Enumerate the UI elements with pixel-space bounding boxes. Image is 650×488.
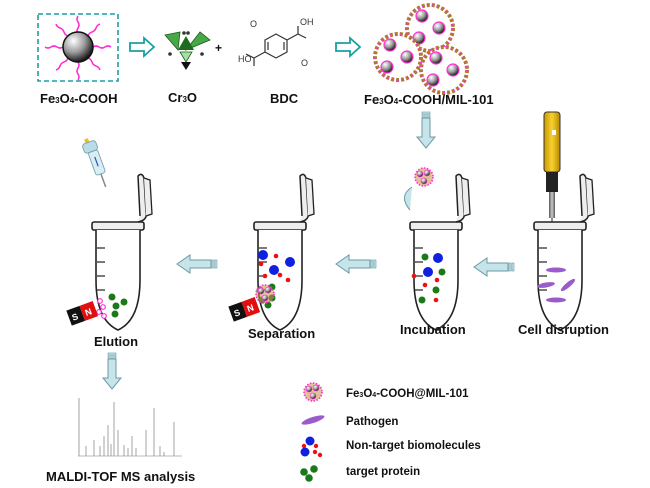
legend-item-pathogen: Pathogen	[301, 415, 398, 428]
ms-spectrum	[78, 398, 182, 457]
magnet-icon: S N	[228, 297, 261, 322]
fe3o4-cooh-reagent	[37, 13, 119, 82]
magnet-south-label: S	[71, 311, 80, 322]
down-arrow-icon	[102, 352, 122, 390]
curved-arrow-icon	[404, 186, 413, 211]
target-protein-icon	[300, 465, 318, 482]
cr3o-cluster	[164, 31, 211, 70]
legend-label: Fe3O4-COOH@MIL-101	[346, 388, 469, 400]
magnet-south-label: S	[233, 307, 242, 318]
bdc-o-bottom: O	[301, 58, 308, 68]
analysis-label: MALDI-TOF MS analysis	[46, 469, 195, 484]
dashed-frame	[37, 13, 119, 82]
fe3o4-cooh-label: Fe3O4-COOH	[40, 91, 118, 106]
product-label: Fe3O4-COOH/MIL-101	[364, 92, 494, 107]
non-target-biomolecules	[258, 250, 295, 283]
pathogen-cells	[537, 267, 576, 303]
legend-item-non-target: Non-target biomolecules	[300, 436, 481, 458]
cell-disruption-step	[533, 111, 595, 331]
left-arrow-icon	[473, 257, 515, 277]
legend-label: Non-target biomolecules	[346, 440, 481, 452]
left-arrow-icon	[176, 254, 218, 274]
arrow-icon	[335, 37, 361, 57]
bdc-o-top: O	[250, 19, 257, 29]
bdc-oh-top: OH	[300, 17, 314, 27]
plus-sign: +	[215, 41, 222, 55]
legend-label: target protein	[346, 466, 420, 478]
captured-target-protein	[255, 283, 276, 309]
down-arrow-icon	[416, 111, 436, 149]
magnet-icon: S N	[66, 301, 99, 326]
pathogen-icon	[301, 415, 325, 425]
left-arrow-icon	[335, 254, 377, 274]
incubation-step	[404, 167, 471, 331]
elution-step: S N	[66, 138, 153, 331]
carboxyl-linkers	[44, 15, 112, 81]
legend-item-target-protein: target protein	[300, 465, 420, 482]
bdc-ho-bottom: HO	[238, 54, 252, 64]
bdc-molecule	[245, 26, 307, 66]
arrow-icon	[129, 37, 155, 57]
elution-label: Elution	[94, 334, 138, 349]
eluted-target-protein	[108, 293, 128, 318]
non-target-icon	[300, 436, 323, 458]
fe3o4-nanoparticle	[62, 31, 94, 63]
cr3o-label: Cr3O	[168, 90, 197, 105]
legend-label: Pathogen	[346, 416, 398, 428]
cell-disruption-label: Cell disruption	[518, 322, 609, 337]
legend: Fe3O4-COOH@MIL-101 Pathogen Non-target b…	[300, 382, 481, 482]
composite-particle-icon	[303, 382, 323, 402]
magnet-north-label: N	[246, 302, 256, 314]
composite-particle-icon	[414, 167, 434, 187]
magnet-north-label: N	[84, 306, 94, 318]
fe3o4-mil101-product	[373, 3, 469, 95]
incubation-label: Incubation	[400, 322, 466, 337]
legend-item-composite: Fe3O4-COOH@MIL-101	[303, 382, 469, 402]
pipette-icon	[82, 138, 107, 188]
attached-composite	[96, 298, 107, 319]
separation-label: Separation	[248, 326, 315, 341]
biomolecules-mixture	[411, 253, 446, 304]
bdc-label: BDC	[270, 91, 299, 106]
separation-step: S N	[228, 173, 315, 331]
